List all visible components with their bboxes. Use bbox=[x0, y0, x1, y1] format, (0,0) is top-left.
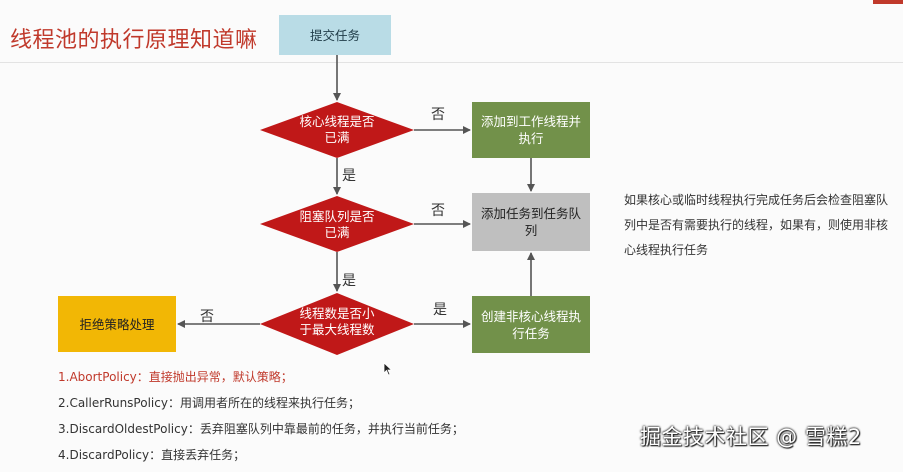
decision-queue-full-label: 阻塞队列是否已满 bbox=[299, 209, 375, 240]
side-note: 如果核心或临时线程执行完成任务后会检查阻塞队列中是否有需要执行的线程，如果有，则… bbox=[624, 193, 889, 257]
mouse-pointer-icon bbox=[383, 362, 393, 376]
decision-core-threads-label: 核心线程是否已满 bbox=[299, 114, 375, 145]
edge-label-no-max: 否 bbox=[200, 309, 214, 325]
submit-task-box: 提交任务 bbox=[279, 15, 391, 55]
decision-core-threads-diamond bbox=[260, 102, 414, 158]
title-divider bbox=[0, 62, 903, 63]
watermark: 掘金技术社区 @ 雪糕2 bbox=[640, 425, 862, 449]
slide-title: 线程池的执行原理知道嘛 bbox=[10, 28, 258, 53]
top-accent-bar bbox=[873, 0, 903, 4]
edge-label-yes-queue: 是 bbox=[342, 273, 356, 289]
edge-label-yes-core: 是 bbox=[342, 168, 356, 184]
add-to-worker-box: 添加到工作线程并执行 bbox=[472, 102, 590, 158]
rejection-policies-list: 1.AbortPolicy：直接抛出异常，默认策略； 2.CallerRunsP… bbox=[58, 368, 464, 472]
policy-discard: 4.DiscardPolicy：直接丢弃任务； bbox=[58, 448, 246, 462]
reject-policy-box: 拒绝策略处理 bbox=[58, 296, 176, 352]
edge-label-no-queue: 否 bbox=[431, 203, 445, 219]
decision-max-threads-label: 线程数是否小于最大线程数 bbox=[299, 306, 375, 337]
add-to-queue-box: 添加任务到任务队列 bbox=[472, 193, 590, 251]
decision-queue-full-diamond bbox=[260, 196, 414, 252]
policy-discard-oldest: 3.DiscardOldestPolicy：丢弃阻塞队列中靠最前的任务，并执行当… bbox=[58, 422, 464, 436]
flowchart-canvas bbox=[177, 55, 535, 355]
policy-caller-runs: 2.CallerRunsPolicy：用调用者所在的线程来执行任务； bbox=[58, 396, 360, 410]
decision-max-threads-diamond bbox=[260, 293, 414, 355]
edge-label-yes-max: 是 bbox=[433, 302, 447, 318]
create-noncore-thread-box: 创建非核心线程执行任务 bbox=[472, 296, 590, 353]
edge-label-no-core: 否 bbox=[431, 107, 445, 123]
policy-abort: 1.AbortPolicy：直接抛出异常，默认策略； bbox=[58, 370, 293, 384]
